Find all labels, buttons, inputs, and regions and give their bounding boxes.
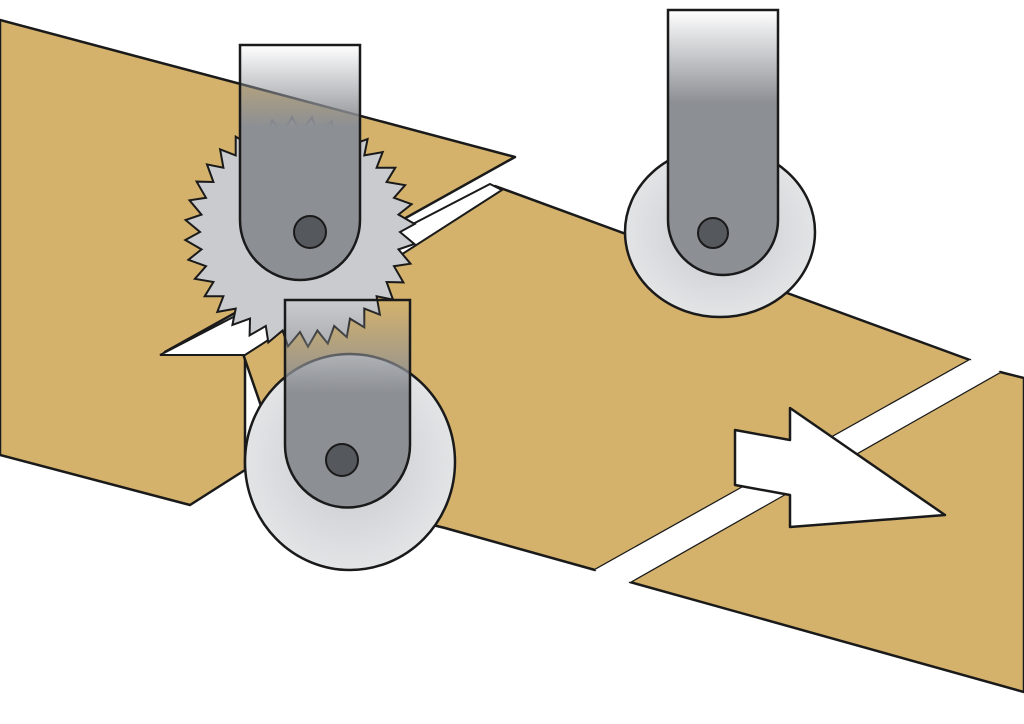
saw-arm — [238, 43, 362, 282]
scoring-wheel-icon — [243, 298, 457, 572]
saw-blade-icon — [183, 43, 417, 349]
wheel-arm — [666, 8, 780, 277]
scoring-wheel-icon — [623, 8, 817, 319]
cardboard-right-piece — [628, 370, 1024, 694]
wheel-arm — [283, 298, 412, 509]
direction-arrow-icon — [733, 406, 947, 529]
axle-hole — [325, 443, 359, 477]
axle-hole — [293, 215, 327, 249]
axle-hole — [697, 217, 729, 249]
